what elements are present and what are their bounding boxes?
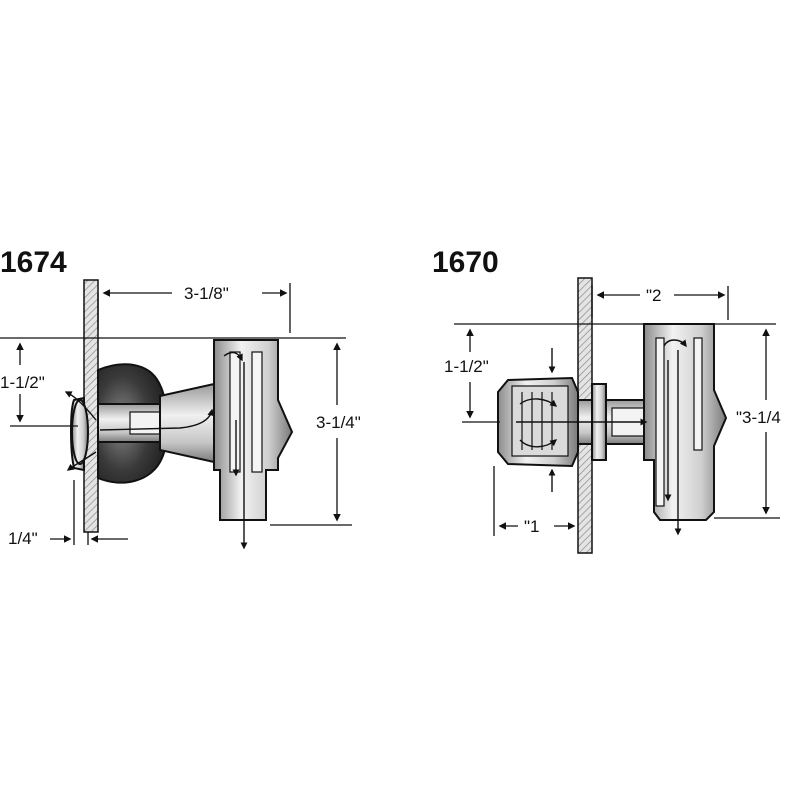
wall-section: [83, 279, 99, 533]
dimension-height-1670: "3-1/4: [736, 408, 781, 427]
dimension-face-1670: 1-1/2": [444, 357, 489, 376]
dimension-height-1674: 3-1/4": [316, 413, 361, 432]
dimension-face-1674: 1-1/2": [0, 373, 45, 392]
flange-disc: [71, 399, 89, 465]
model-number-1670: 1670: [432, 246, 499, 279]
dimension-width-1670: "2: [646, 286, 662, 305]
flow-arrow-icon: [516, 339, 687, 536]
figure-1670: 1670: [432, 246, 781, 554]
model-number-1674: 1674: [0, 246, 67, 279]
dimension-depth-1670: "1: [524, 517, 540, 536]
dimension-lines-1670: [454, 285, 780, 536]
figure-1674: 1674: [0, 246, 361, 550]
body-neck: [159, 382, 215, 464]
dimension-lines-1674: [0, 283, 352, 545]
dimension-wall-1674: 1/4": [8, 529, 38, 548]
dimension-width-1674: 3-1/8": [184, 284, 229, 303]
flow-arrow-icon: [64, 351, 248, 550]
